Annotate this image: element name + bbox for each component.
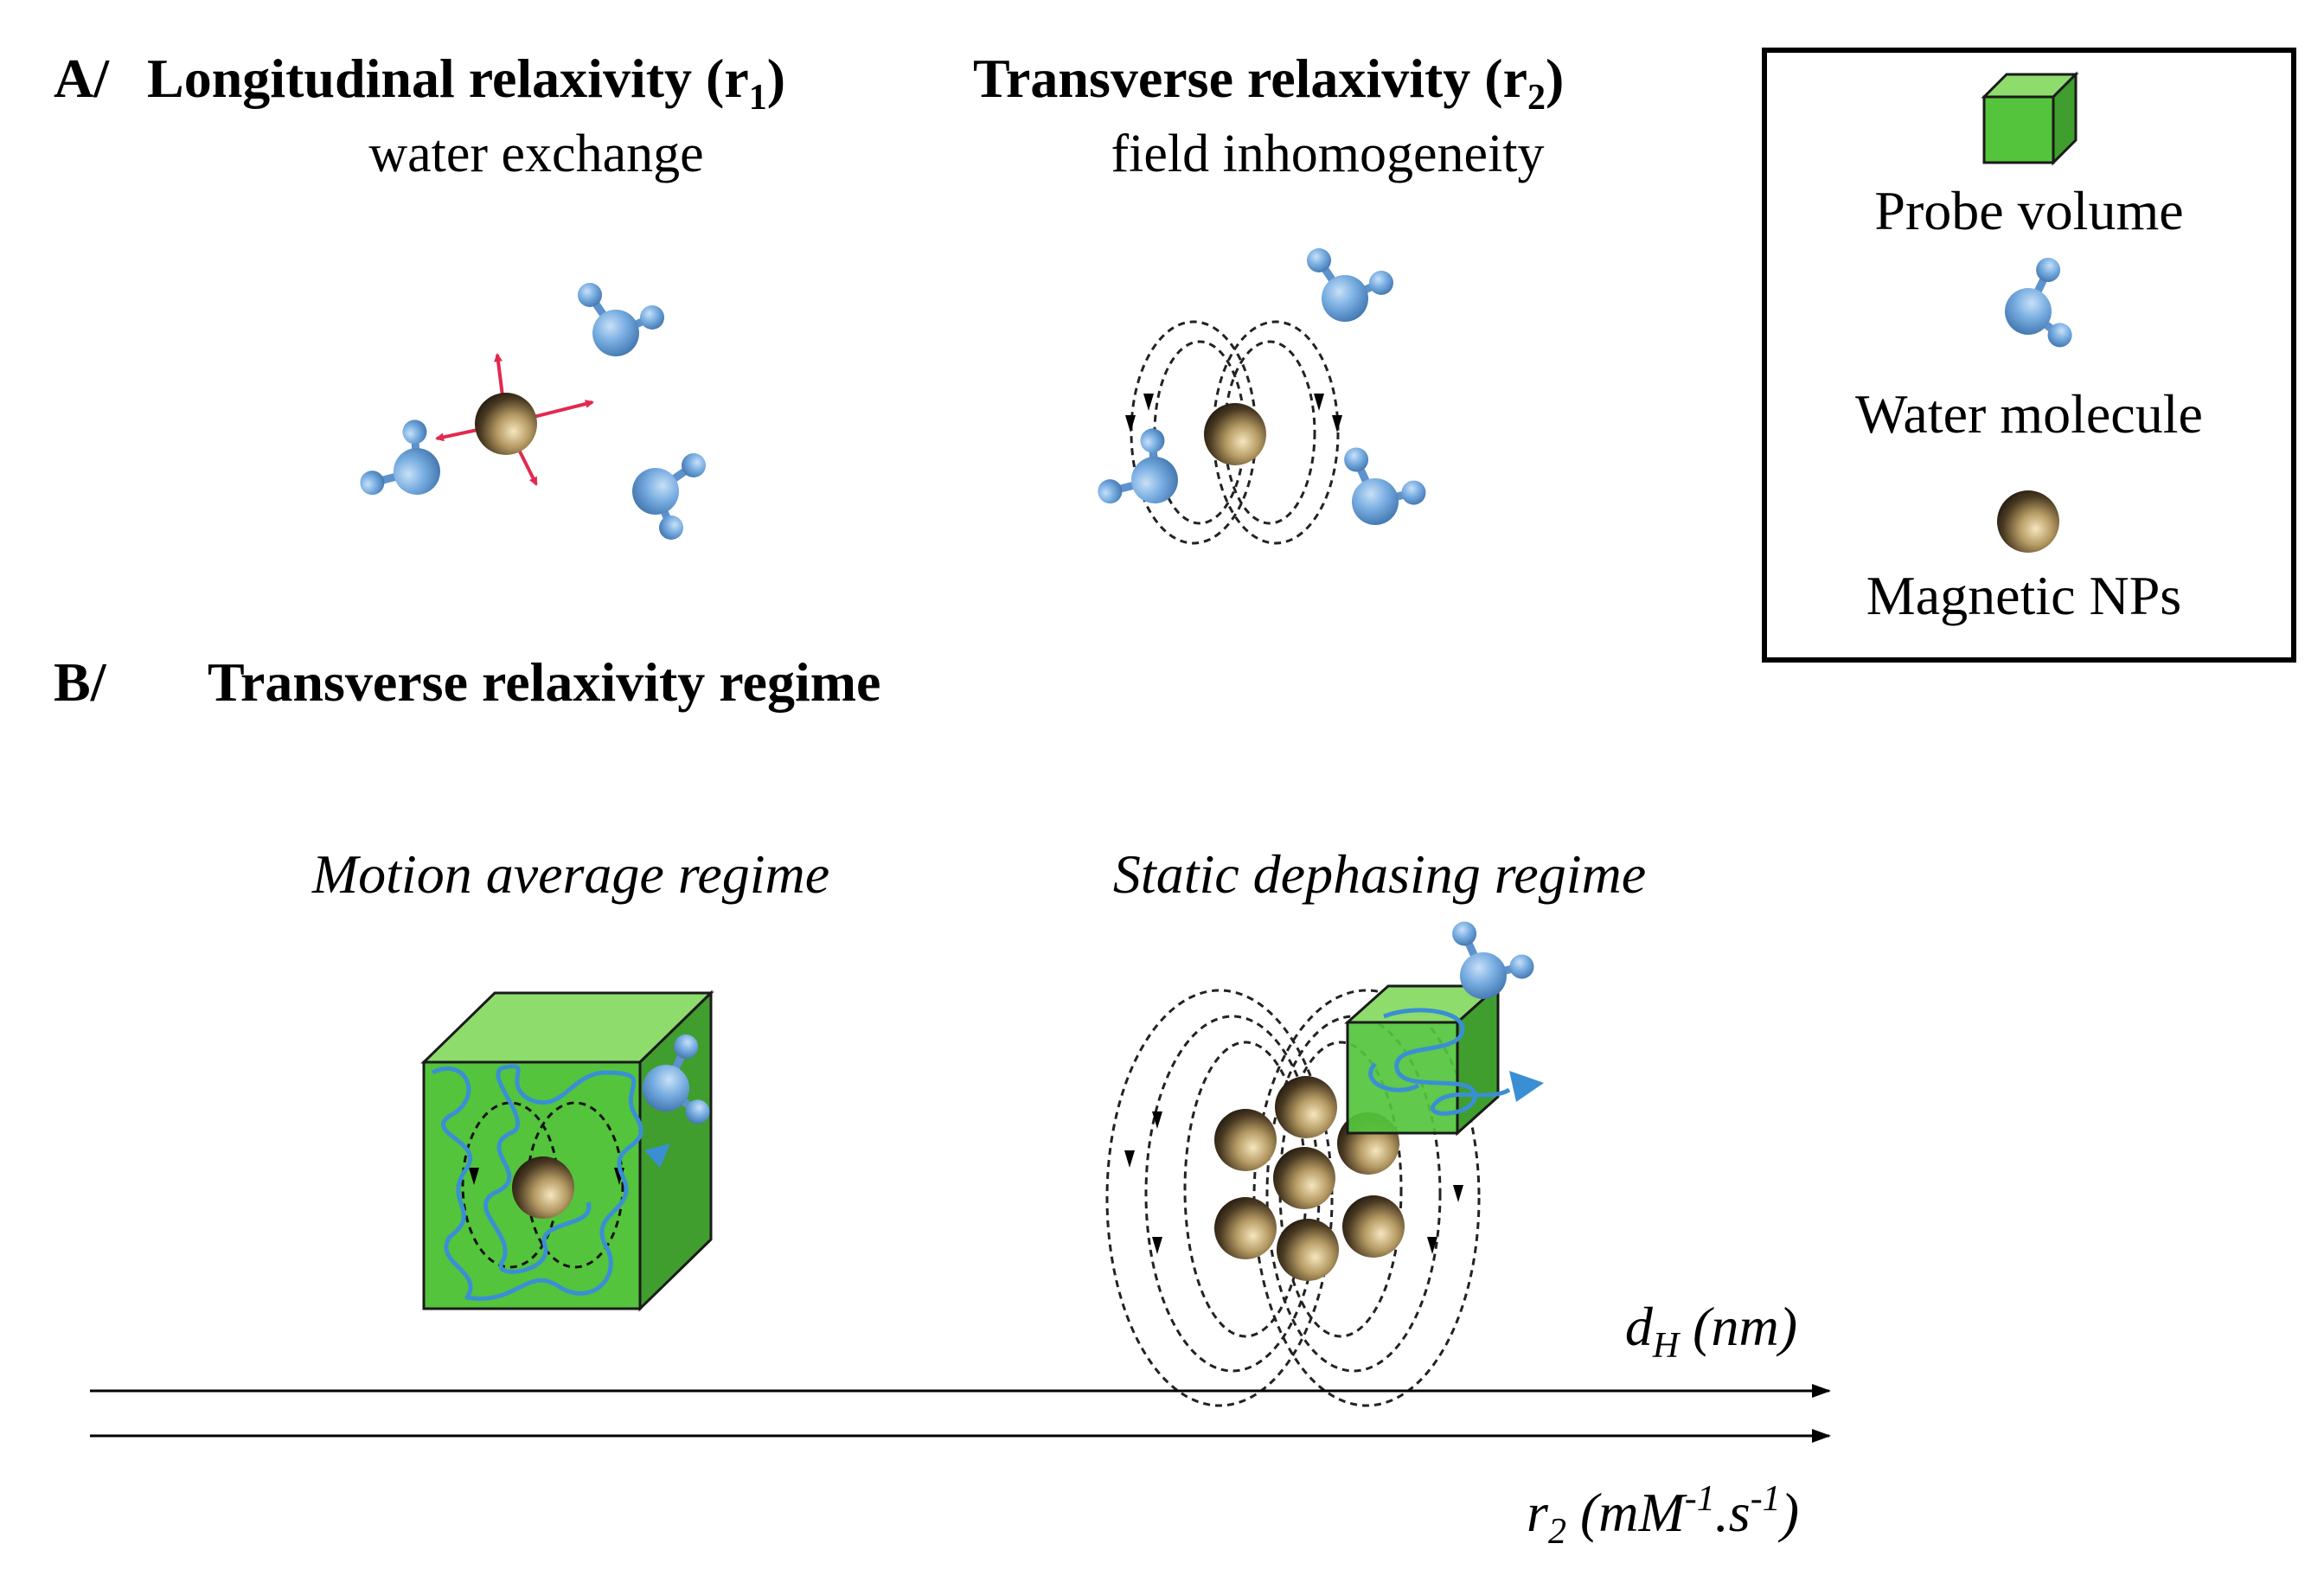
longitudinal-title-main: Longitudinal relaxivity (r [147, 48, 749, 109]
magnetic-np-icon [1214, 1197, 1277, 1259]
dh-axis-sub: H [1652, 1326, 1681, 1366]
magnetic-np-icon [1275, 1076, 1337, 1138]
field-arrow-icon [469, 1168, 479, 1185]
transverse-title-main: Transverse relaxivity (r [973, 48, 1527, 109]
r2-axis-unit-mid: .s [1715, 1482, 1751, 1543]
panel-b-label: B/ [54, 651, 107, 713]
r2-axis-sup2: -1 [1751, 1479, 1781, 1519]
transverse-title: Transverse relaxivity (r2) [973, 48, 1564, 118]
field-arrow-icon [1125, 415, 1136, 432]
dh-axis-label: dH (nm) [1625, 1296, 1797, 1366]
field-arrow-icon [1332, 415, 1342, 432]
motion-average-regime-label: Motion average regime [311, 843, 829, 905]
magnetic-np-icon [1273, 1147, 1335, 1209]
r2-axis-label: r2 (mM-1.s-1) [1527, 1479, 1799, 1552]
water-molecule-icon [1334, 445, 1431, 533]
field-arrow-icon [1453, 1185, 1463, 1202]
static-dephasing-illustration [1105, 919, 1544, 1407]
field-arrow-icon [1152, 1237, 1162, 1254]
water-molecule-icon [1094, 418, 1193, 524]
panel-b-title: Transverse relaxivity regime [208, 651, 880, 713]
field-inhomogeneity-subtitle: field inhomogeneity [1111, 125, 1544, 183]
r2-axis-unit-end: ) [1777, 1482, 1799, 1543]
transverse-title-sub: 2 [1527, 78, 1546, 118]
diffusion-arrow-icon [1509, 1071, 1544, 1102]
motion-average-illustration [420, 990, 733, 1312]
longitudinal-title: Longitudinal relaxivity (r1) [147, 48, 785, 118]
legend-water-molecule-label: Water molecule [1855, 383, 2203, 445]
legend-magnetic-np-icon [1997, 490, 2059, 553]
panel-a-label: A/ [54, 48, 110, 109]
longitudinal-title-end: ) [767, 48, 785, 109]
r2-axis-sub: 2 [1548, 1512, 1566, 1552]
water-exchange-subtitle: water exchange [368, 125, 703, 183]
field-arrow-icon [1152, 1111, 1162, 1129]
water-molecule-icon [356, 409, 455, 516]
water-exchange-illustration [356, 283, 706, 540]
static-dephasing-regime-label: Static dephasing regime [1113, 843, 1646, 905]
field-arrow-icon [1427, 1237, 1437, 1254]
water-molecule-icon [1307, 248, 1393, 322]
r2-axis-sup1: -1 [1685, 1479, 1715, 1519]
r2-axis-main: r [1527, 1482, 1549, 1543]
diffusion-path-icon [1368, 1008, 1511, 1116]
r2-axis-unit-pre: (mM [1566, 1482, 1688, 1543]
legend-box: Probe volume Water molecule Magnetic NPs [1762, 48, 2296, 663]
field-arrow-icon [1314, 394, 1324, 411]
magnetic-np-icon [475, 393, 537, 455]
legend-probe-volume-label: Probe volume [1874, 180, 2183, 241]
magnetic-np-icon [1204, 403, 1266, 465]
transverse-title-end: ) [1546, 48, 1564, 109]
magnetic-np-icon [512, 1156, 574, 1219]
dh-axis-unit: (nm) [1679, 1296, 1797, 1357]
water-molecule-icon [632, 453, 706, 540]
magnetic-np-icon [1277, 1219, 1339, 1281]
magnetic-np-icon [1214, 1109, 1277, 1171]
water-molecule-icon [578, 283, 664, 356]
magnetic-np-icon [1342, 1195, 1405, 1258]
dh-axis-main: d [1625, 1296, 1654, 1357]
field-inhomogeneity-illustration [1094, 248, 1431, 545]
legend-magnetic-nps-label: Magnetic NPs [1866, 565, 2181, 626]
diffusion-path-icon [431, 1064, 643, 1301]
diffusion-arrow-icon [644, 1143, 670, 1168]
field-arrow-icon [1143, 394, 1154, 411]
field-arrow-icon [1124, 1150, 1135, 1168]
probe-volume-cube-icon [1981, 71, 2079, 166]
longitudinal-title-sub: 1 [749, 78, 767, 118]
